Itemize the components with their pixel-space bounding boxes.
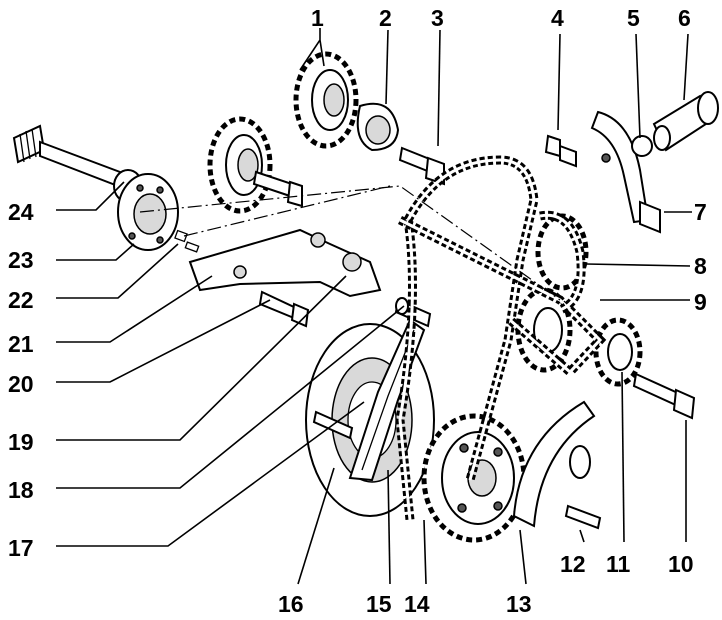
bracket-bolts	[258, 290, 432, 328]
callout-22: 22	[8, 287, 34, 313]
chain-guide-bracket	[188, 228, 382, 298]
callout-12: 12	[560, 551, 586, 577]
callout-13: 13	[506, 591, 532, 617]
callout-17: 17	[8, 535, 34, 561]
intermediate-shaft	[12, 124, 179, 251]
callout-7: 7	[694, 199, 707, 225]
locating-pin	[174, 229, 200, 253]
callout-labels: 1 2 3 4 5 6 7 8 9 10 11 12 13 14 15 16 1…	[8, 5, 707, 617]
callout-18: 18	[8, 477, 34, 503]
callout-3: 3	[431, 5, 444, 31]
callout-23: 23	[8, 247, 34, 273]
camshaft-sprockets	[207, 51, 359, 214]
leader-lines	[56, 28, 692, 585]
callout-11: 11	[606, 551, 631, 577]
sprocket-bolts	[252, 146, 445, 208]
sprocket-cover-washer	[356, 102, 400, 152]
callout-20: 20	[8, 371, 34, 397]
callout-10: 10	[668, 551, 694, 577]
balance-shaft-sprocket	[593, 317, 696, 420]
callout-15: 15	[366, 591, 392, 617]
callout-5: 5	[627, 5, 640, 31]
timing-chains	[395, 155, 607, 521]
alignment-lines	[139, 185, 561, 301]
callout-21: 21	[8, 331, 34, 357]
lower-chain-guide	[512, 400, 602, 530]
callout-14: 14	[404, 591, 430, 617]
callout-4: 4	[551, 5, 564, 31]
callout-8: 8	[694, 253, 707, 279]
callout-6: 6	[678, 5, 691, 31]
callout-24: 24	[8, 199, 34, 225]
callout-9: 9	[694, 289, 707, 315]
chain-tensioner	[590, 91, 719, 234]
parts-drawing	[12, 51, 719, 543]
callout-1: 1	[311, 5, 324, 31]
callout-2: 2	[379, 5, 392, 31]
guide-bolt-small	[544, 134, 577, 168]
callout-16: 16	[278, 591, 304, 617]
callout-19: 19	[8, 429, 34, 455]
